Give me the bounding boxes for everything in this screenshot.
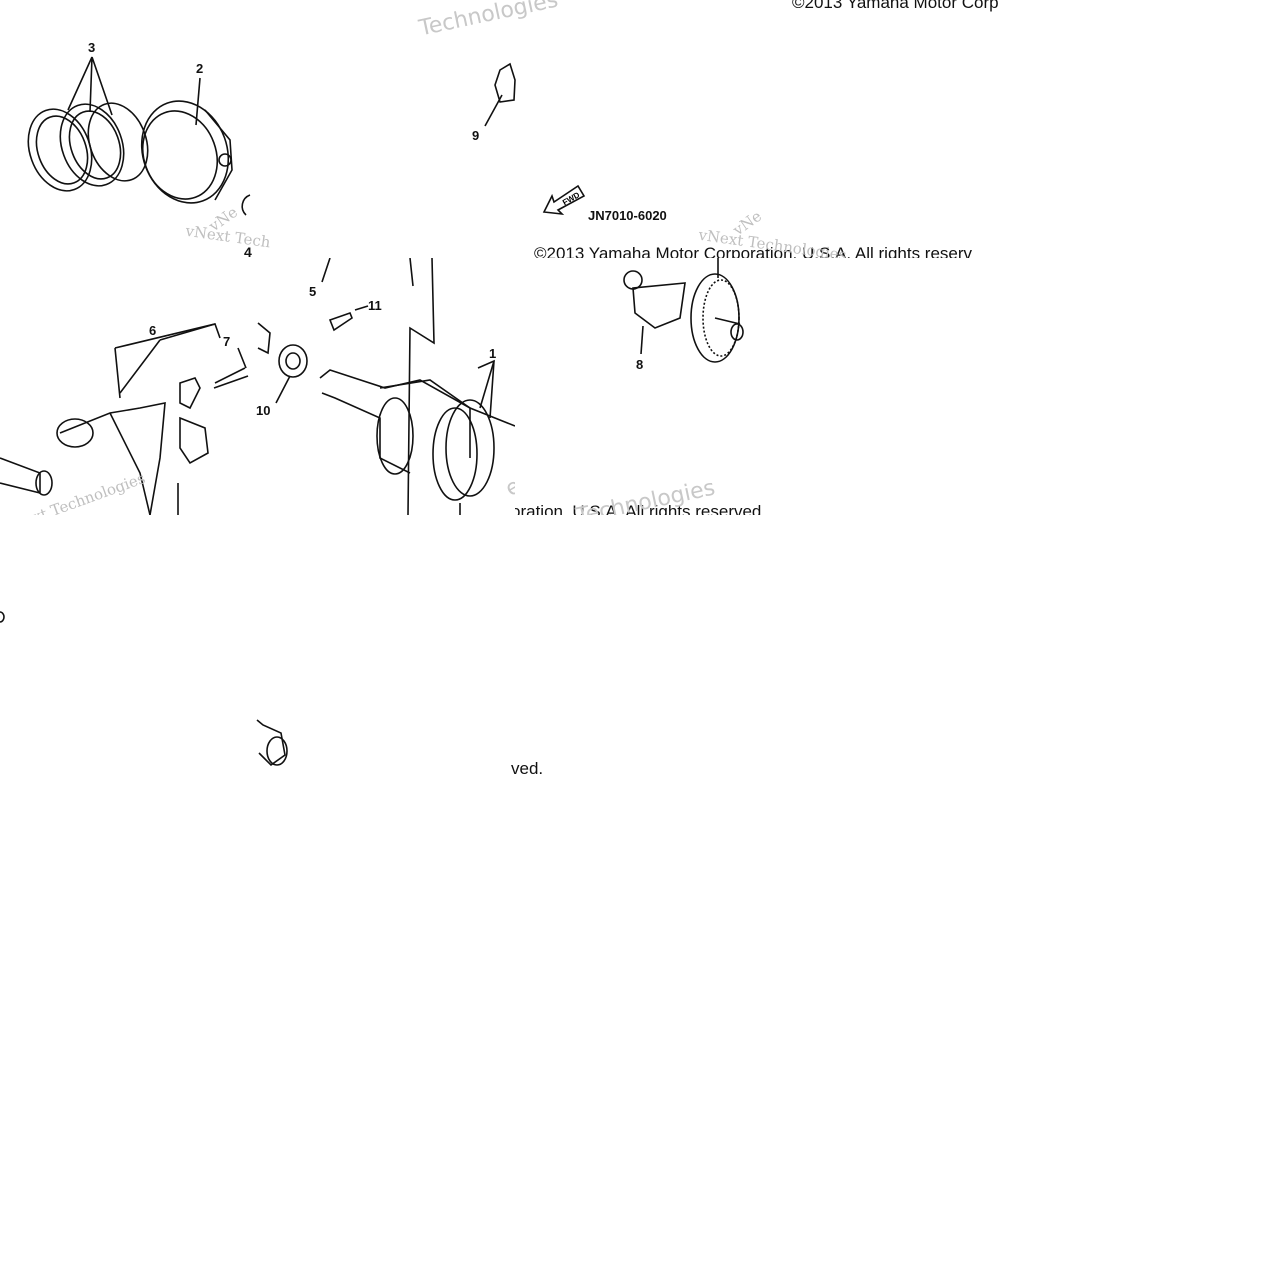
- callout-8: 8: [636, 357, 643, 372]
- diagram-tile-pin: ved.: [255, 515, 545, 780]
- diagram-tile-pistons: 3 2 vNext Technologies vNe 4: [0, 0, 270, 258]
- callout-11: 11: [368, 298, 382, 313]
- callout-9: 9: [472, 128, 479, 143]
- diagram-tile-crankshaft: 5 11 6 7 10 1 vNext Technologies ext: [0, 258, 515, 515]
- edge-mark: [0, 611, 5, 623]
- crankshaft-drawing: 5 11 6 7 10 1: [0, 258, 515, 515]
- diagram-tile-header: 9 Technologies ©2013 Yamaha Motor Corp F…: [270, 0, 1030, 258]
- callout-5: 5: [309, 284, 316, 299]
- callout-7: 7: [223, 334, 230, 349]
- fwd-arrow-icon: FWD: [542, 184, 586, 216]
- callout-4: 4: [244, 244, 252, 258]
- copyright-tail: ved.: [511, 759, 544, 778]
- callout-2: 2: [196, 61, 203, 76]
- bolt-drawing: 9: [472, 62, 516, 143]
- callout-10: 10: [256, 403, 270, 418]
- part-number: JN7010-6020: [588, 208, 667, 223]
- callout-1: 1: [489, 346, 496, 361]
- diagram-tile-balancer: 8 oration, U.S.A. All rights reserved. T…: [515, 258, 1030, 515]
- callout-6: 6: [149, 323, 156, 338]
- pin-drawing: [256, 719, 288, 767]
- balancer-drawing: 8: [623, 258, 744, 372]
- piston-rings-drawing: 3 2: [27, 40, 251, 216]
- callout-3: 3: [88, 40, 95, 55]
- copyright-top: ©2013 Yamaha Motor Corp: [792, 0, 999, 12]
- copyright-mid: ©2013 Yamaha Motor Corporation, U.S.A. A…: [534, 244, 973, 258]
- copyright-low: oration, U.S.A. All rights reserved.: [515, 502, 767, 515]
